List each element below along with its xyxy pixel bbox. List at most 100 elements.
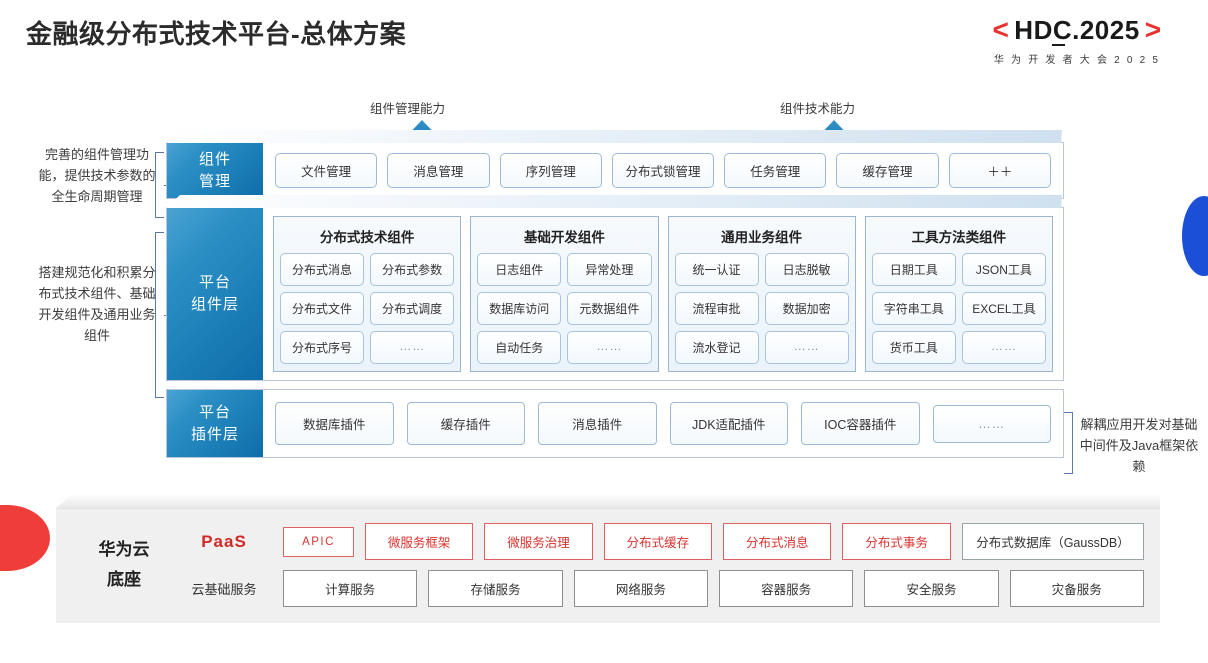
component-management-item[interactable]: 缓存管理 <box>836 153 939 188</box>
group-grid: 分布式消息 分布式参数 分布式文件 分布式调度 分布式序号 …… <box>280 253 455 364</box>
angle-bracket-right-icon: > <box>1144 14 1162 45</box>
layer-tag-line2: 插件层 <box>190 425 239 443</box>
group-title: 基础开发组件 <box>523 230 605 245</box>
layer-tag-line1: 平台 <box>198 403 231 421</box>
hdc-logo-subtitle: 华 为 开 发 者 大 会 2 0 2 5 <box>993 55 1161 66</box>
component-cell[interactable]: 流水登记 <box>674 331 759 364</box>
component-cell[interactable]: JSON工具 <box>961 253 1046 286</box>
plugin-item[interactable]: 缓存插件 <box>406 402 525 445</box>
base-panel: 华为云 底座 PaaS APIC 微服务框架 微服务治理 分布式缓存 分布式消息… <box>56 508 1160 623</box>
component-cell-more[interactable]: …… <box>567 331 652 364</box>
layer-tag-line2: 组件层 <box>190 296 239 313</box>
component-cell[interactable]: 日志脱敏 <box>764 253 849 286</box>
component-cell[interactable]: 自动任务 <box>477 331 562 364</box>
component-cell[interactable]: 统一认证 <box>674 253 759 286</box>
cloud-services-label: 云基础服务 <box>191 582 257 597</box>
layer-tag-platform-components: 平台 组件层 <box>167 208 263 380</box>
annotation-right: 解耦应用开发对基础中间件及Java框架依赖 <box>1079 417 1199 474</box>
paas-chip[interactable]: 微服务治理 <box>484 523 593 560</box>
component-cell[interactable]: 数据库访问 <box>477 292 562 325</box>
component-cell-more[interactable]: …… <box>370 331 455 364</box>
component-management-item[interactable]: 消息管理 <box>387 153 490 188</box>
paas-chip-apic[interactable]: APIC <box>283 526 354 557</box>
base-rows: PaaS APIC 微服务框架 微服务治理 分布式缓存 分布式消息 分布式事务 … <box>176 523 1145 607</box>
blue-blob-decoration <box>1182 196 1208 276</box>
annotation-left-top: 完善的组件管理功能，提供技术参数的全生命周期管理 <box>38 147 156 204</box>
red-wedge-decoration <box>0 505 50 571</box>
paas-chip[interactable]: 分布式消息 <box>723 523 832 560</box>
base-row-cloud-services: 云基础服务 计算服务 存储服务 网络服务 容器服务 安全服务 灾备服务 <box>176 570 1144 607</box>
component-cell[interactable]: 元数据组件 <box>567 292 652 325</box>
paas-chip-gaussdb[interactable]: 分布式数据库（GaussDB） <box>961 523 1145 560</box>
component-cell[interactable]: 日志组件 <box>477 253 562 286</box>
component-cell[interactable]: 分布式文件 <box>280 292 365 325</box>
group-grid: 日期工具 JSON工具 字符串工具 EXCEL工具 货币工具 …… <box>871 253 1046 364</box>
layer-platform-components: 平台 组件层 分布式技术组件 分布式消息 分布式参数 分布式文件 分布式调度 分… <box>166 207 1064 381</box>
component-cell[interactable]: 日期工具 <box>871 253 956 286</box>
component-cell[interactable]: 数据加密 <box>764 292 849 325</box>
layer-tag-line1: 组件 <box>198 150 231 168</box>
component-group-tool-methods: 工具方法类组件 日期工具 JSON工具 字符串工具 EXCEL工具 货币工具 …… <box>864 216 1053 372</box>
layer-body-platform-components: 分布式技术组件 分布式消息 分布式参数 分布式文件 分布式调度 分布式序号 ……… <box>263 208 1063 380</box>
layer-tag-component-management: 组件 管理 <box>167 143 263 198</box>
layer-body-platform-plugins: 数据库插件 缓存插件 消息插件 JDK适配插件 IOC容器插件 …… <box>263 390 1063 457</box>
plugin-item[interactable]: JDK适配插件 <box>669 402 788 445</box>
component-management-item[interactable]: 任务管理 <box>724 153 827 188</box>
component-management-item[interactable]: 分布式锁管理 <box>611 153 715 188</box>
arrow-label-component-management: 组件管理能力 <box>370 102 446 116</box>
paas-chip[interactable]: 微服务框架 <box>364 523 474 560</box>
layer-body-component-management: 文件管理 消息管理 序列管理 分布式锁管理 任务管理 缓存管理 ＋＋ <box>263 143 1063 198</box>
layer-tag-platform-plugins: 平台 插件层 <box>167 390 263 457</box>
layer-platform-plugins: 平台 插件层 数据库插件 缓存插件 消息插件 JDK适配插件 IOC容器插件 …… <box>166 389 1064 458</box>
layer-tag-line2: 管理 <box>198 172 231 190</box>
paas-chip[interactable]: 分布式事务 <box>842 523 951 560</box>
base-bevel-decoration <box>56 494 1160 508</box>
group-title: 工具方法类组件 <box>911 230 1007 245</box>
component-cell[interactable]: 流程审批 <box>674 292 759 325</box>
base-title-line2: 底座 <box>107 570 141 589</box>
cloud-service-chip[interactable]: 安全服务 <box>864 570 999 607</box>
page-title: 金融级分布式技术平台-总体方案 <box>26 19 407 49</box>
component-group-common-business: 通用业务组件 统一认证 日志脱敏 流程审批 数据加密 流水登记 …… <box>667 216 856 372</box>
angle-bracket-left-icon: < <box>992 14 1010 45</box>
cloud-service-chip[interactable]: 容器服务 <box>718 570 854 607</box>
platform-stack: 组件 管理 文件管理 消息管理 序列管理 分布式锁管理 任务管理 缓存管理 ＋＋… <box>166 142 1064 466</box>
component-cell[interactable]: EXCEL工具 <box>961 292 1046 325</box>
component-cell[interactable]: 分布式调度 <box>370 292 455 325</box>
cloud-service-chip[interactable]: 计算服务 <box>283 570 418 607</box>
hdc-logo: < HDC.2025 > 华 为 开 发 者 大 会 2 0 2 5 <box>962 14 1192 67</box>
base-row-paas: PaaS APIC 微服务框架 微服务治理 分布式缓存 分布式消息 分布式事务 … <box>176 523 1145 560</box>
cloud-service-chip[interactable]: 存储服务 <box>428 570 563 607</box>
layer-tag-line1: 平台 <box>198 274 231 291</box>
brace-right <box>1057 412 1073 474</box>
component-cell[interactable]: 分布式参数 <box>370 253 455 286</box>
group-title: 分布式技术组件 <box>319 230 415 245</box>
component-management-item[interactable]: 文件管理 <box>275 153 378 188</box>
cloud-service-chip[interactable]: 网络服务 <box>573 570 708 607</box>
arrow-label-component-technology: 组件技术能力 <box>780 102 856 116</box>
plugin-item[interactable]: IOC容器插件 <box>801 402 920 445</box>
base-title: 华为云 底座 <box>72 535 176 595</box>
hdc-logo-main: < HDC.2025 > <box>962 14 1192 46</box>
component-cell[interactable]: 货币工具 <box>871 331 956 364</box>
huawei-cloud-base: 华为云 底座 PaaS APIC 微服务框架 微服务治理 分布式缓存 分布式消息… <box>56 494 1160 623</box>
paas-label: PaaS <box>201 531 247 551</box>
cloud-service-chip[interactable]: 灾备服务 <box>1009 570 1144 607</box>
component-cell[interactable]: 分布式序号 <box>280 331 365 364</box>
plugin-item-more[interactable]: …… <box>932 404 1051 443</box>
component-management-item[interactable]: 序列管理 <box>499 153 602 188</box>
component-cell[interactable]: 字符串工具 <box>871 292 956 325</box>
plugin-item[interactable]: 消息插件 <box>538 402 657 445</box>
group-title: 通用业务组件 <box>721 230 803 245</box>
plugin-item[interactable]: 数据库插件 <box>275 402 394 445</box>
brace-left-bottom <box>155 232 171 398</box>
component-cell-more[interactable]: …… <box>961 331 1046 364</box>
component-management-item-add[interactable]: ＋＋ <box>948 153 1051 188</box>
component-cell-more[interactable]: …… <box>764 331 849 364</box>
component-cell[interactable]: 异常处理 <box>567 253 652 286</box>
component-group-basic-dev: 基础开发组件 日志组件 异常处理 数据库访问 元数据组件 自动任务 …… <box>470 216 659 372</box>
component-group-distributed-tech: 分布式技术组件 分布式消息 分布式参数 分布式文件 分布式调度 分布式序号 …… <box>273 216 462 372</box>
component-cell[interactable]: 分布式消息 <box>280 253 365 286</box>
brace-left-top <box>155 152 171 218</box>
paas-chip[interactable]: 分布式缓存 <box>603 523 713 560</box>
